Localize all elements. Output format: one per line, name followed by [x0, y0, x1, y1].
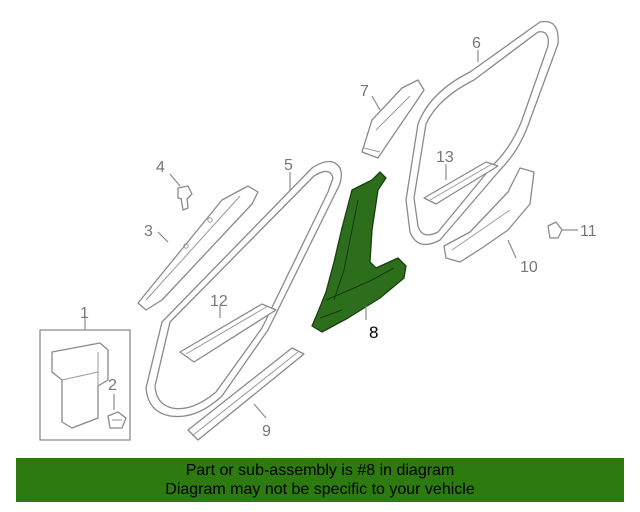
callout-11[interactable]: 11 [580, 223, 597, 240]
callout-2[interactable]: 2 [108, 377, 117, 394]
part-2-clip [107, 411, 127, 429]
part-11-clip [547, 221, 563, 239]
callout-6[interactable]: 6 [472, 35, 481, 52]
part-13-plate [423, 161, 499, 205]
part-5-weatherstrip [145, 160, 342, 418]
callout-9[interactable]: 9 [262, 423, 271, 440]
info-banner: Part or sub-assembly is #8 in diagram Di… [16, 458, 624, 502]
part-4-screw [177, 185, 193, 211]
part-12-plate [179, 303, 277, 363]
banner-line-1: Part or sub-assembly is #8 in diagram [185, 462, 455, 479]
callout-3[interactable]: 3 [144, 223, 153, 240]
parts-diagram: 1 2 3 4 5 6 7 [39, 20, 597, 441]
callout-4[interactable]: 4 [156, 159, 165, 176]
callout-10[interactable]: 10 [520, 259, 538, 276]
callout-1[interactable]: 1 [80, 305, 89, 322]
callout-12[interactable]: 12 [210, 293, 228, 310]
part-8-pillar-trim [311, 171, 407, 333]
banner-line-2: Diagram may not be specific to your vehi… [165, 481, 475, 498]
callout-13[interactable]: 13 [436, 149, 454, 166]
part-9-sill [187, 347, 305, 441]
callout-5[interactable]: 5 [284, 157, 293, 174]
part-6-weatherstrip [405, 20, 559, 246]
part-10-trim [443, 167, 535, 263]
part-3-strip [137, 185, 259, 311]
part-1-box [39, 329, 131, 441]
part-7-trim [361, 79, 425, 159]
callout-8[interactable]: 8 [369, 323, 378, 342]
callout-7[interactable]: 7 [360, 83, 369, 100]
